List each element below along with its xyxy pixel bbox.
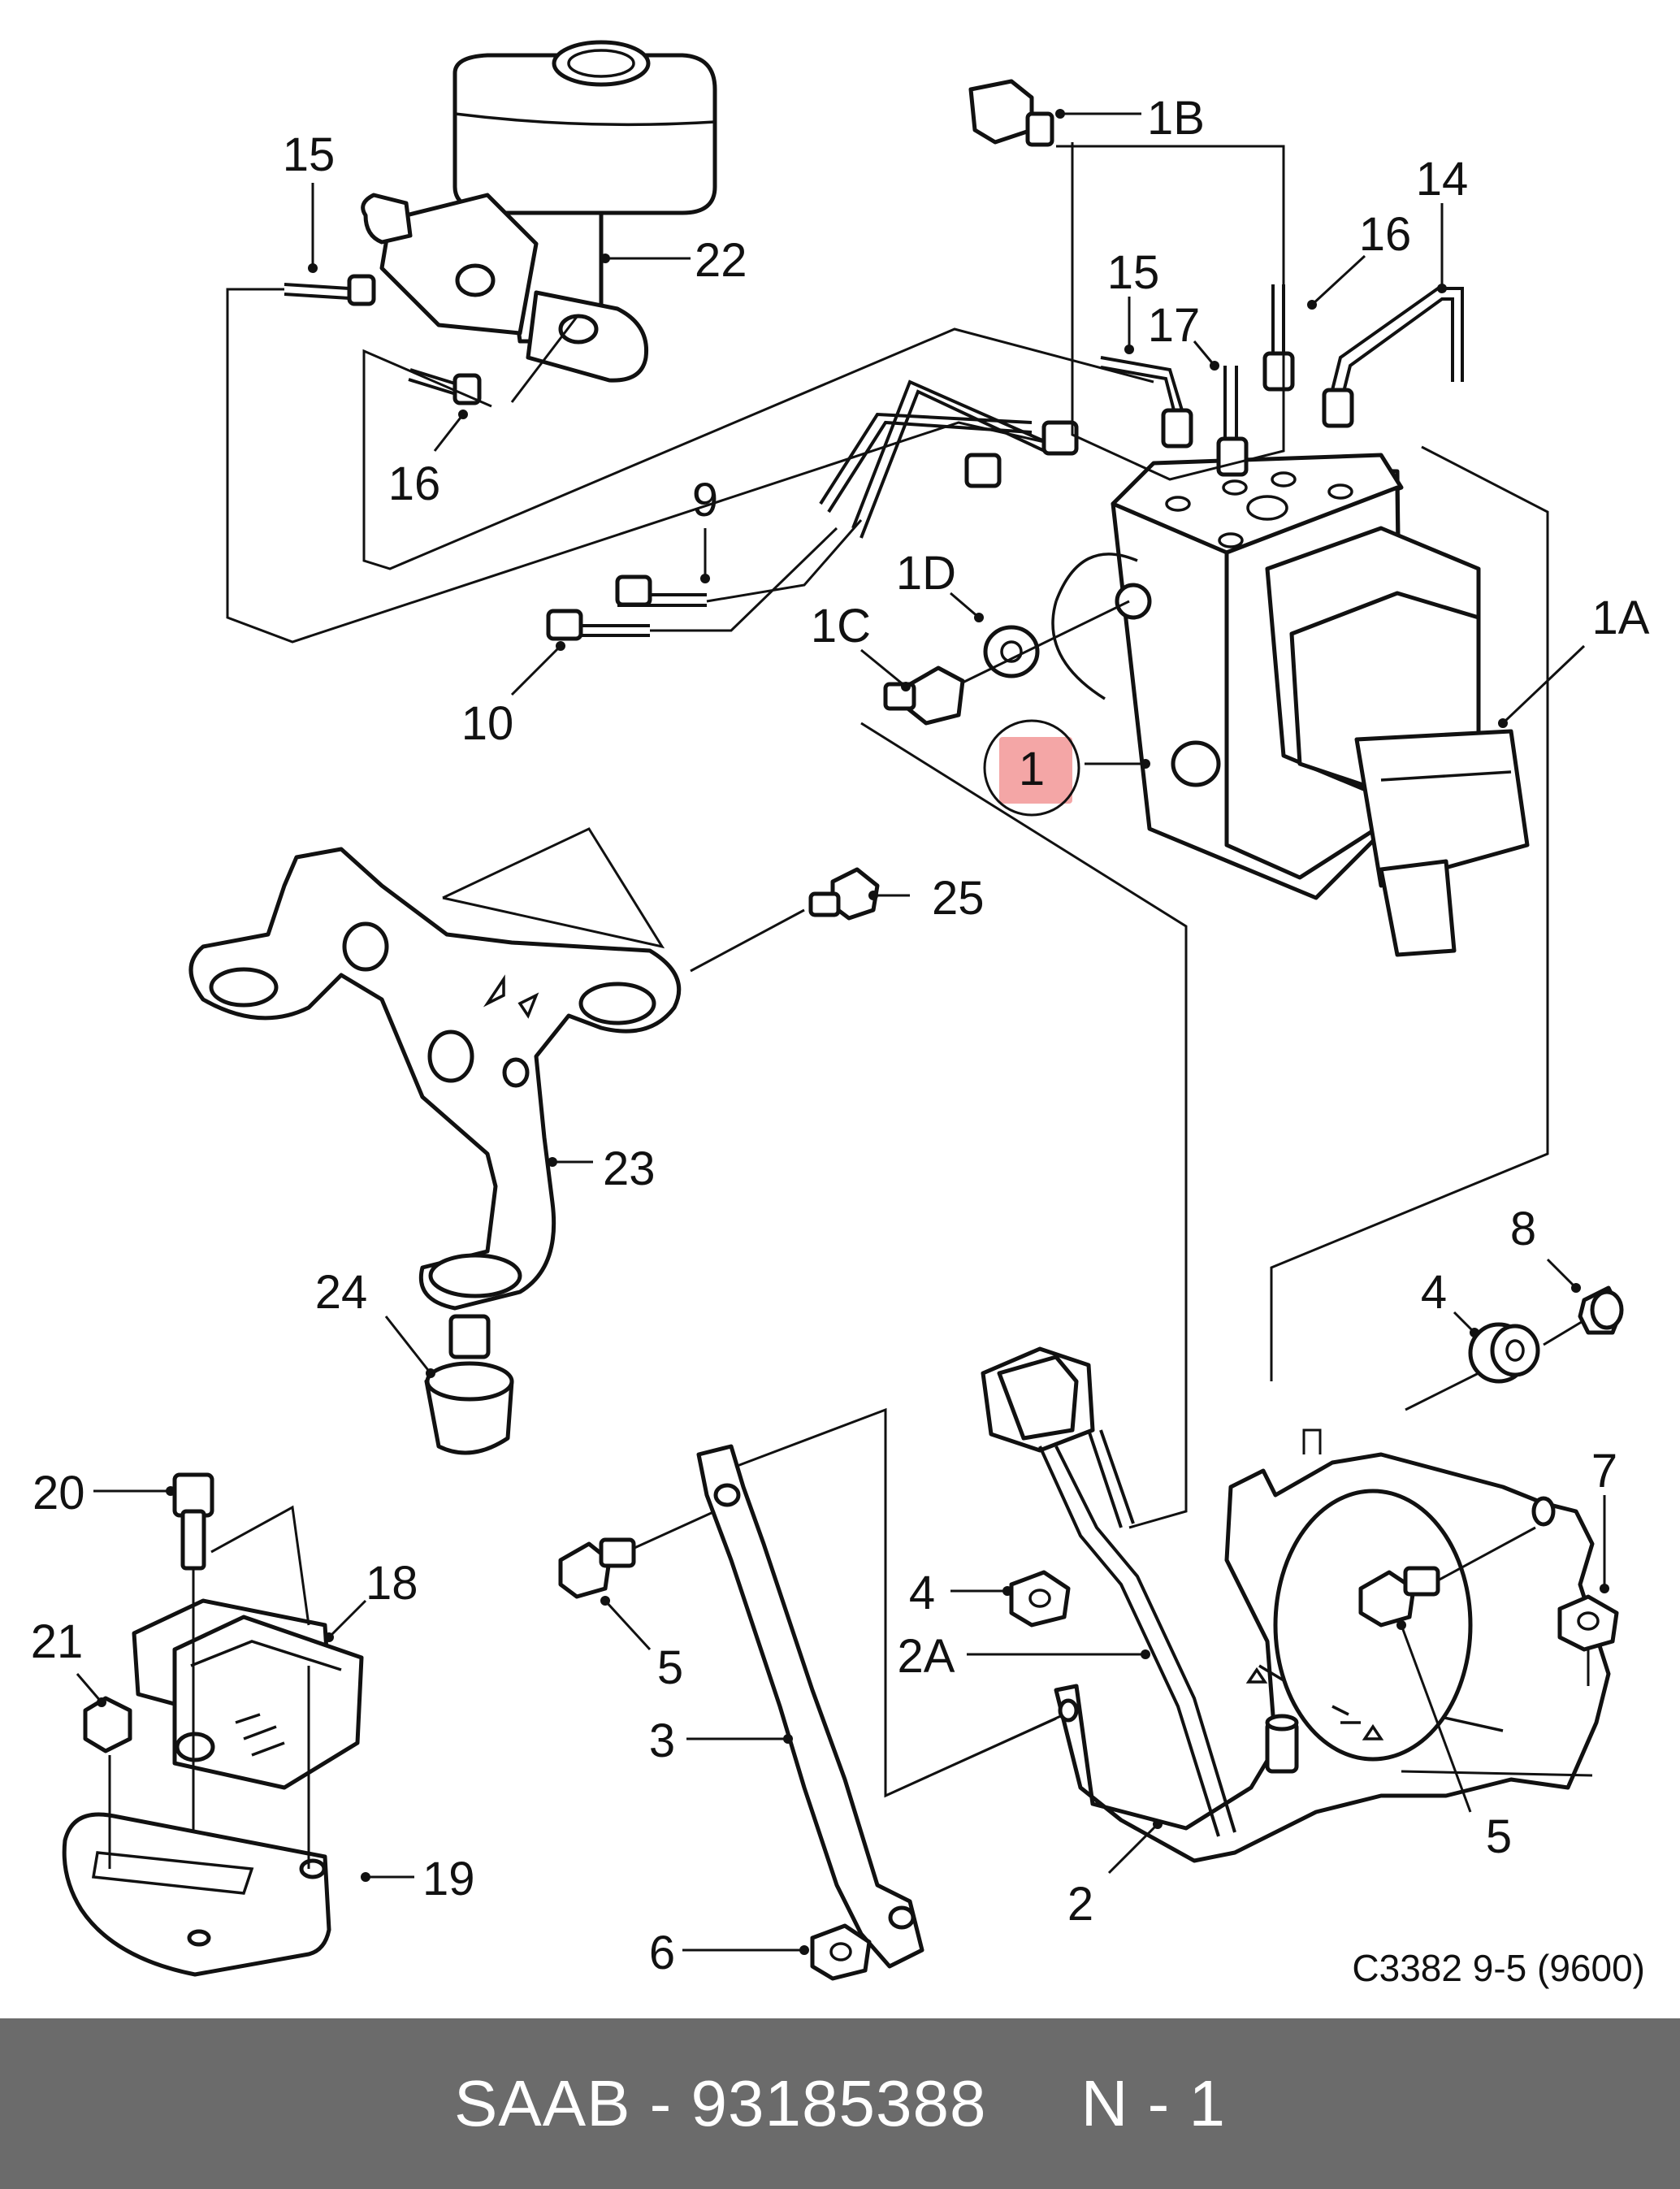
grommet-4-upper [1405, 1322, 1540, 1411]
callout-17: 17 [1148, 299, 1201, 352]
callout-1b: 1B [1147, 92, 1205, 145]
callout-5-left: 5 [657, 1641, 683, 1694]
callout-9: 9 [692, 474, 718, 527]
callout-1d: 1D [896, 547, 956, 600]
module-18 [62, 1472, 364, 1977]
callout-19: 19 [422, 1853, 475, 1905]
abs-unit [1051, 453, 1530, 957]
pipe-fittings-left [226, 274, 1154, 644]
callout-1-circle [983, 719, 1080, 817]
callout-25: 25 [932, 872, 985, 925]
callout-15-right: 15 [1107, 246, 1160, 299]
footer-part-number: SAAB - 93185388 N - 1 [454, 2067, 1226, 2139]
callout-21: 21 [31, 1615, 84, 1668]
bolt-5-right [1358, 1526, 1536, 1628]
callout-5-right: 5 [1486, 1810, 1512, 1863]
callout-1c: 1C [811, 600, 871, 652]
callout-10: 10 [461, 697, 514, 750]
callout-22: 22 [695, 234, 747, 287]
callout-2a: 2A [898, 1630, 955, 1683]
callout-6: 6 [649, 1927, 675, 1979]
callout-24: 24 [315, 1266, 368, 1319]
callout-3: 3 [649, 1714, 675, 1767]
bolt-5-left [558, 1537, 636, 1599]
callout-23: 23 [603, 1142, 656, 1195]
leader-lines [76, 109, 1609, 1955]
callout-15-upper-left: 15 [283, 128, 336, 181]
callout-labels: 15 22 16 1B 14 16 15 17 9 10 1D 1C 1A 1 … [31, 92, 1650, 1979]
sensor-1b [968, 79, 1285, 481]
callout-1: 1 [1019, 743, 1045, 795]
callout-18: 18 [366, 1557, 418, 1610]
bracket-2 [1054, 1452, 1611, 1863]
clip-8 [1543, 1285, 1624, 1346]
master-cylinder [361, 40, 717, 383]
bolt-25 [808, 867, 880, 921]
nut-4-lower [1009, 1570, 1071, 1628]
callout-1a: 1A [1592, 592, 1650, 644]
callout-7: 7 [1591, 1445, 1617, 1498]
footer-bar: SAAB - 93185388 N - 1 [0, 2018, 1680, 2189]
bolt-1c-washer-1d [860, 600, 1188, 1529]
callout-2: 2 [1067, 1878, 1093, 1931]
callout-20: 20 [32, 1467, 85, 1519]
callout-16-right: 16 [1359, 208, 1412, 261]
callout-8: 8 [1510, 1203, 1536, 1255]
callout-16-left: 16 [388, 457, 441, 510]
figure-code: C3382 9-5 (9600) [1352, 1947, 1645, 1989]
highlight-marker [999, 737, 1072, 804]
bracket-23 [188, 827, 805, 1311]
callout-4-upper: 4 [1421, 1266, 1447, 1319]
callout-14: 14 [1416, 153, 1469, 206]
parts-diagram: 15 22 16 1B 14 16 15 17 9 10 1D 1C 1A 1 … [31, 40, 1650, 1989]
bracket-3 [625, 1407, 1065, 1969]
nut-6 [810, 1923, 872, 1981]
harness-2a [981, 445, 1549, 1837]
nut-7 [1557, 1594, 1619, 1686]
grommet-24 [424, 1314, 514, 1455]
callout-4-lower: 4 [909, 1567, 935, 1619]
